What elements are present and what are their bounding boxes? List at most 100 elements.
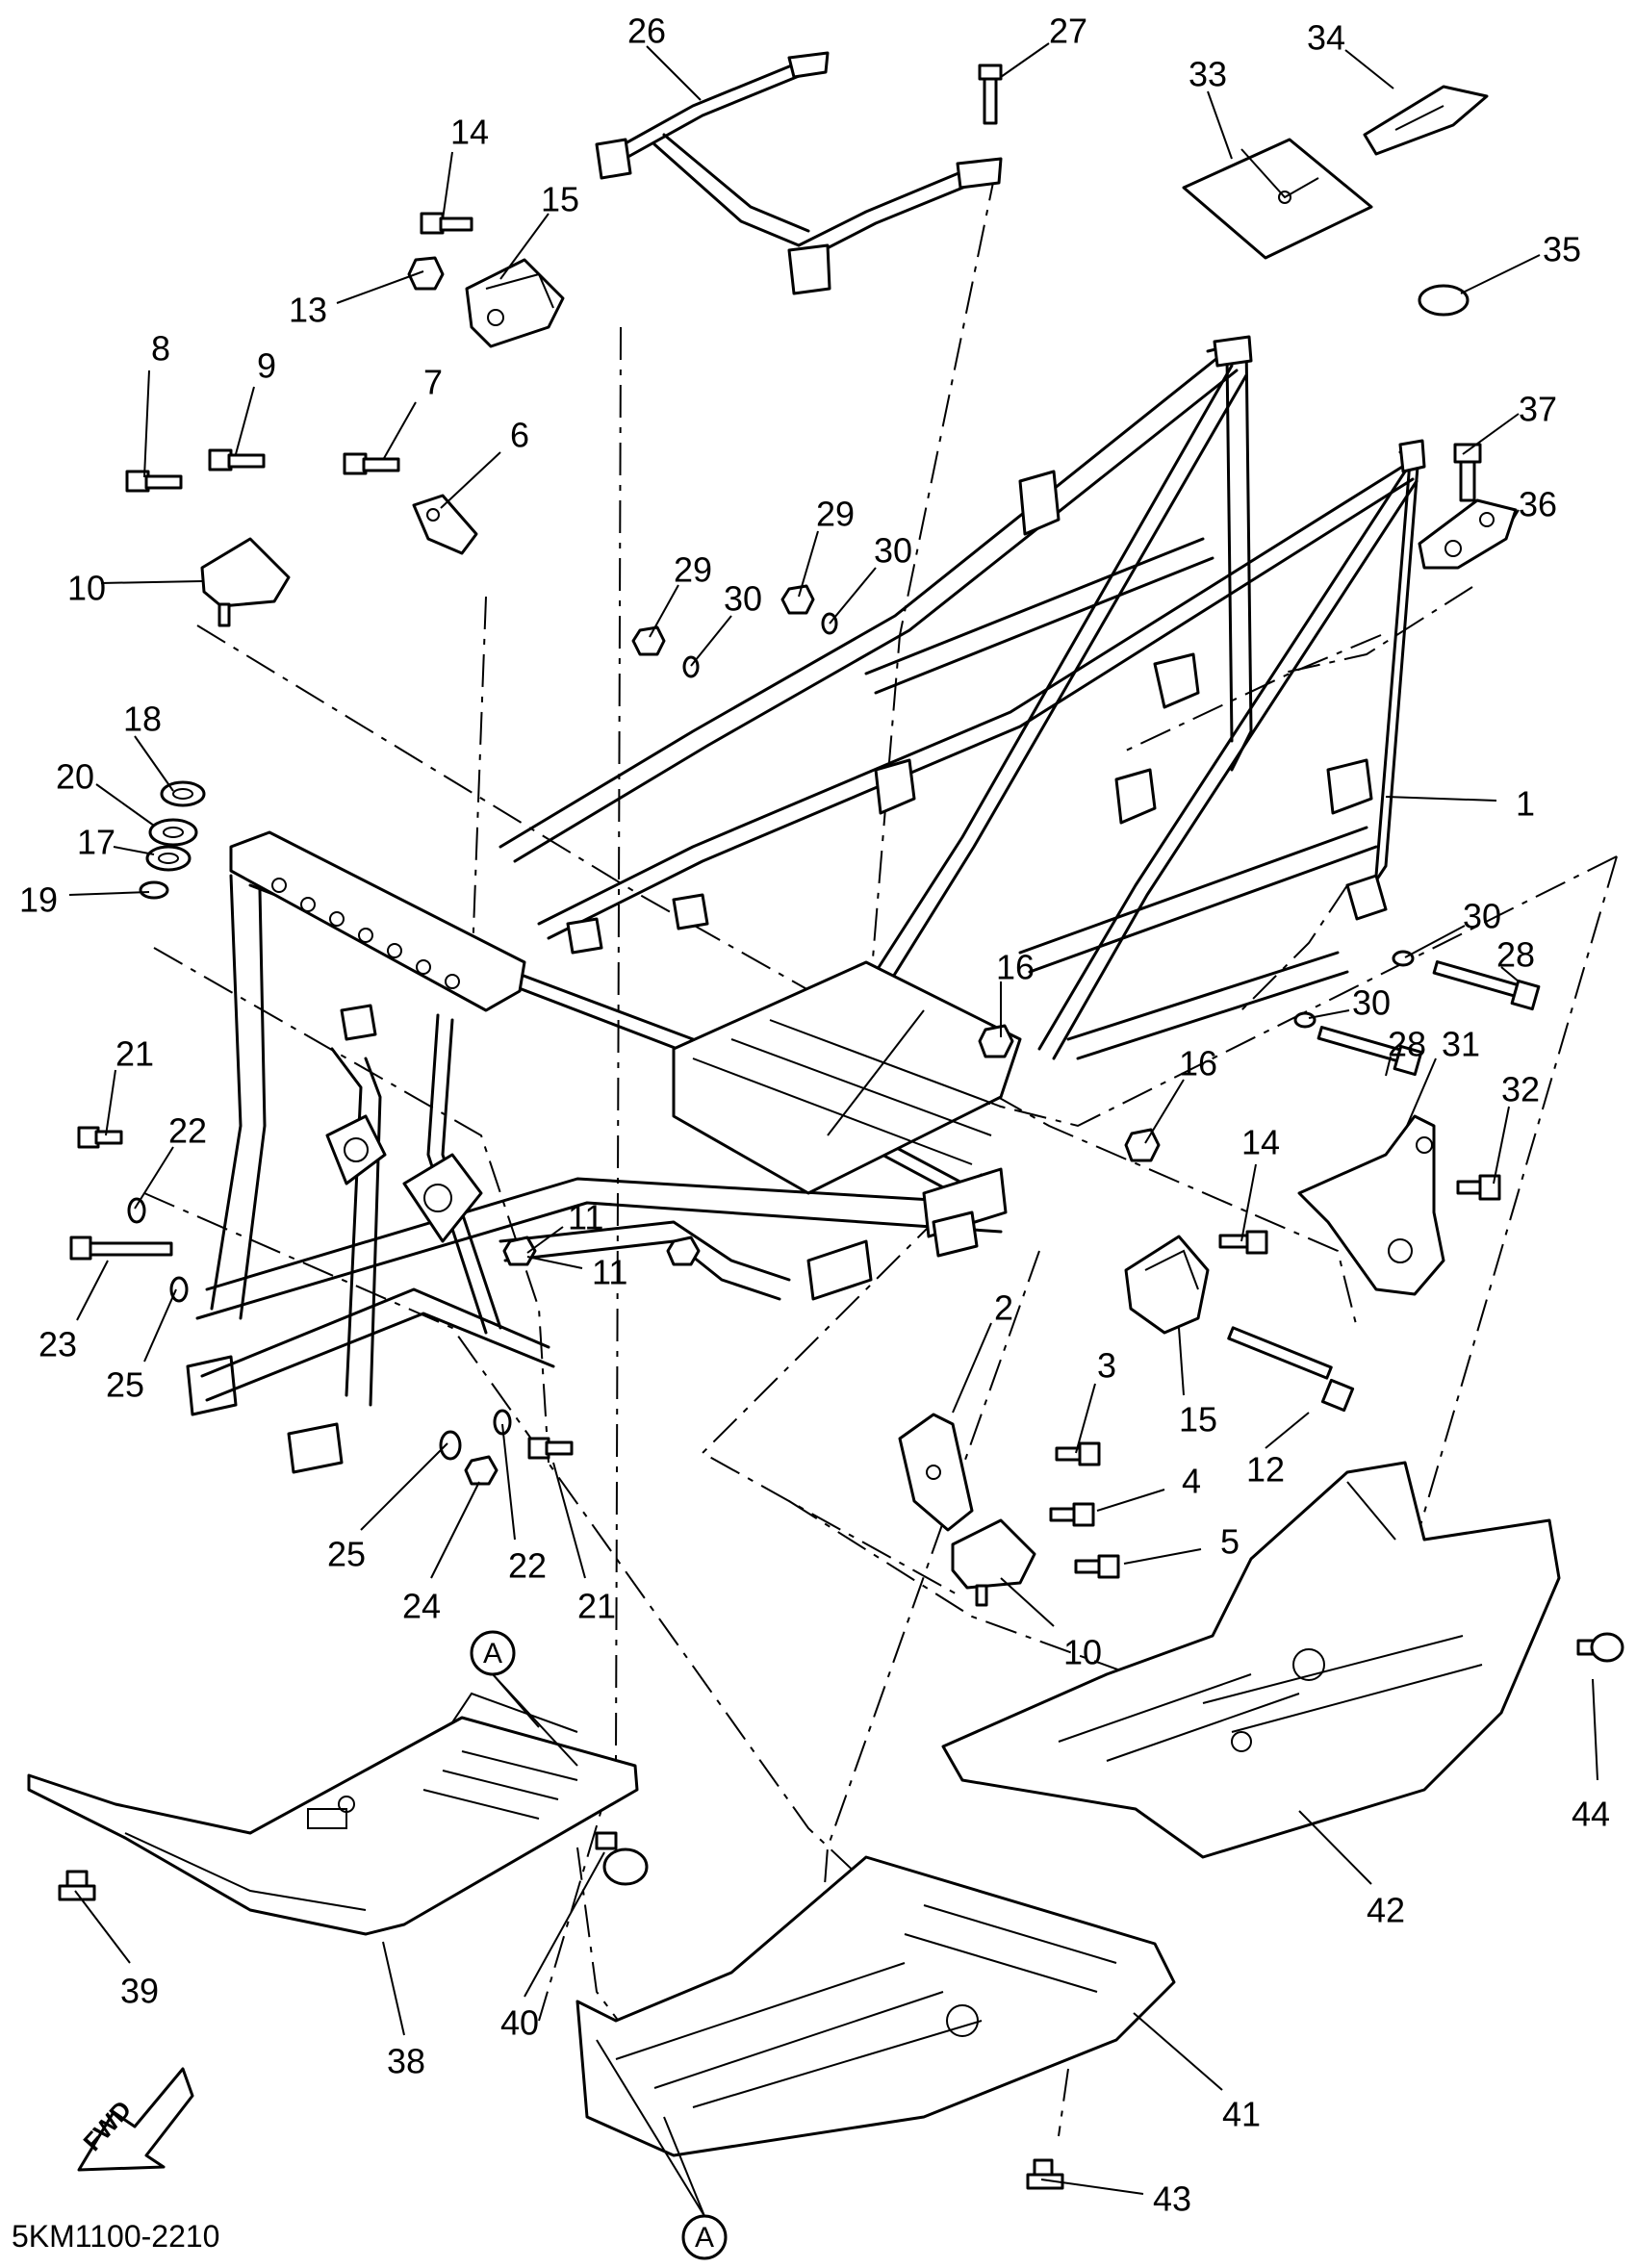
leader-line [95,783,155,827]
callout-c21a: 21 [115,1034,154,1074]
leader-line [74,1890,131,1964]
main-frame [186,335,1426,1474]
callout-c26: 26 [627,12,666,51]
leader-line [105,1069,116,1136]
leader-line [76,1260,109,1321]
leader-line [1075,1383,1096,1454]
leader-line [829,567,877,624]
callout-c20: 20 [56,757,94,797]
part-24-nut [464,1455,498,1486]
reference-leader [492,1673,578,1767]
part-20-grommet [148,818,198,847]
leader-line [1240,1163,1257,1242]
callout-c32: 32 [1501,1070,1540,1109]
part-22-washer-right [493,1409,512,1436]
callout-c5: 5 [1220,1522,1240,1562]
leader-line [1500,966,1520,982]
callout-c41: 41 [1222,2095,1261,2134]
part-22-washer-left [127,1197,146,1224]
leader-line [143,370,150,478]
callout-c2: 2 [994,1288,1013,1328]
leader-line [1298,1810,1372,1885]
callout-c23: 23 [38,1325,77,1364]
callout-c24: 24 [402,1587,441,1626]
part-15-mount-rear [1124,1235,1210,1335]
callout-c38: 38 [387,2042,425,2081]
callout-c42: 42 [1367,1891,1405,1930]
callout-c27: 27 [1049,12,1087,51]
callout-c39: 39 [120,1972,159,2011]
callout-c29a: 29 [674,550,712,590]
part-6-bracket [412,494,478,555]
leader-line [1000,1577,1055,1627]
leader-line [1040,2179,1144,2195]
part-15-mount-top [465,258,565,348]
leader-line [1000,42,1050,78]
leader-line [1265,1412,1310,1449]
callout-c30c: 30 [1463,897,1501,936]
part-5-bolt [1074,1554,1120,1579]
callout-c34: 34 [1307,18,1345,58]
reference-refA1: A [483,1638,502,1669]
leader-line [1404,925,1466,958]
callout-c14b: 14 [1241,1123,1280,1162]
part-34-tool [1363,85,1489,156]
reference-leader [663,2116,705,2217]
part-36-rear-bracket [1418,498,1518,570]
callout-c28b: 28 [1388,1025,1426,1064]
leader-line [649,584,679,638]
leader-line [952,1322,992,1414]
leader-line [1096,1489,1165,1512]
callout-c15a: 15 [541,180,579,219]
part-4-bolt [1049,1502,1095,1527]
part-13-nut [407,256,445,291]
part-7-bolt [343,452,400,475]
callout-c10b: 10 [1063,1633,1102,1672]
callout-c28a: 28 [1496,935,1535,975]
part-2-plate [898,1413,974,1532]
callout-c17: 17 [77,823,115,862]
leader-line [1123,1548,1202,1565]
callout-c9: 9 [257,346,276,386]
part-12-long-bolt [1227,1326,1355,1413]
part-39-bolt [58,1870,96,1901]
leader-line [1385,1056,1392,1077]
leader-line [1207,90,1233,160]
reference-leader [596,2039,705,2217]
part-11-nut [502,1236,701,1266]
callout-c11a: 11 [568,1198,603,1237]
callout-c1: 1 [1516,784,1535,824]
leader-line [524,1851,605,1998]
leader-line [1385,796,1497,802]
part-23-bolt [69,1236,173,1261]
callout-c12: 12 [1246,1450,1285,1490]
leader-line [646,45,702,101]
callout-c36: 36 [1519,485,1557,524]
callout-c4: 4 [1182,1462,1201,1501]
leader-line [1512,509,1520,521]
callout-c30a: 30 [724,579,762,619]
part-14-bolt-top [420,212,473,235]
part-41-middle-skid-plate [575,1855,1176,2157]
part-33-tool-bag [1182,138,1373,260]
leader-line [134,735,174,792]
part-21-bolt-left [77,1126,123,1149]
cross-plate-holes [271,878,460,989]
leader-line [526,1256,583,1269]
leader-line [382,401,417,461]
part-37-bolt [1453,443,1482,502]
leader-line [1178,1327,1185,1396]
part-18-grommet [160,780,206,807]
fwd-arrow: FWD [77,2067,194,2172]
leader-line [1308,1009,1350,1019]
part-43-bolt [1026,2158,1064,2190]
part-25-washer-right [439,1430,462,1461]
leader-line [100,580,203,584]
callout-c7: 7 [423,363,443,402]
part-17-collar [145,845,192,872]
leader-line [430,1481,480,1579]
callout-c6: 6 [510,416,529,455]
